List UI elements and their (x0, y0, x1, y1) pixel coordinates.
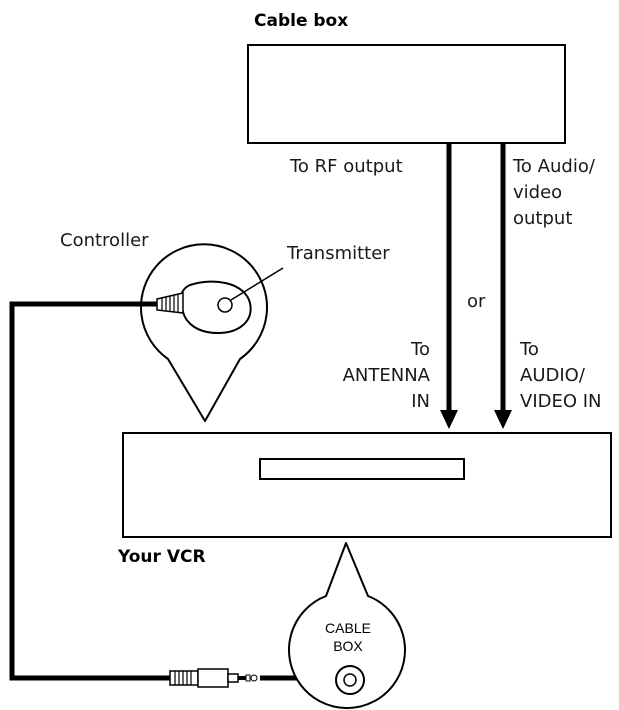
controller-callout-bubble (140, 243, 268, 422)
controller-label: Controller (60, 230, 149, 251)
cable-box (247, 44, 566, 144)
or-label: or (467, 291, 486, 312)
rf-cable-arrowhead (440, 410, 458, 429)
vcr-cassette-slot (259, 458, 465, 480)
transmitter-lens-icon (217, 297, 233, 313)
av-in-label-line2: AUDIO/ (520, 365, 586, 386)
vcr-body (122, 432, 612, 538)
av-cable-arrowhead (494, 410, 512, 429)
controller-device (178, 280, 252, 335)
cable-box-jack-center-icon (343, 673, 357, 687)
transmitter-label: Transmitter (286, 243, 390, 264)
antenna-in-label-line3: IN (411, 391, 430, 412)
rf-output-label: To RF output (289, 156, 403, 177)
av-output-label-line2: video (513, 182, 562, 203)
av-output-label-line3: output (513, 208, 572, 229)
cable-box-jack-callout-bubble (288, 542, 406, 709)
antenna-in-label-line2: ANTENNA (343, 365, 431, 386)
transmitter-pointer-line (230, 267, 284, 301)
cable-box-jack-label-line2: BOX (333, 638, 363, 654)
controller-cable (9, 301, 170, 681)
mini-plug-icon (169, 668, 258, 688)
vcr-title: Your VCR (117, 547, 206, 567)
av-output-label-line1: To Audio/ (512, 156, 596, 177)
antenna-in-label-line1: To (410, 339, 430, 360)
av-in-label-line1: To (519, 339, 539, 360)
cable-box-title: Cable box (254, 11, 348, 31)
av-in-label-line3: VIDEO IN (520, 391, 602, 412)
cable-box-jack-label-line1: CABLE (325, 620, 371, 636)
